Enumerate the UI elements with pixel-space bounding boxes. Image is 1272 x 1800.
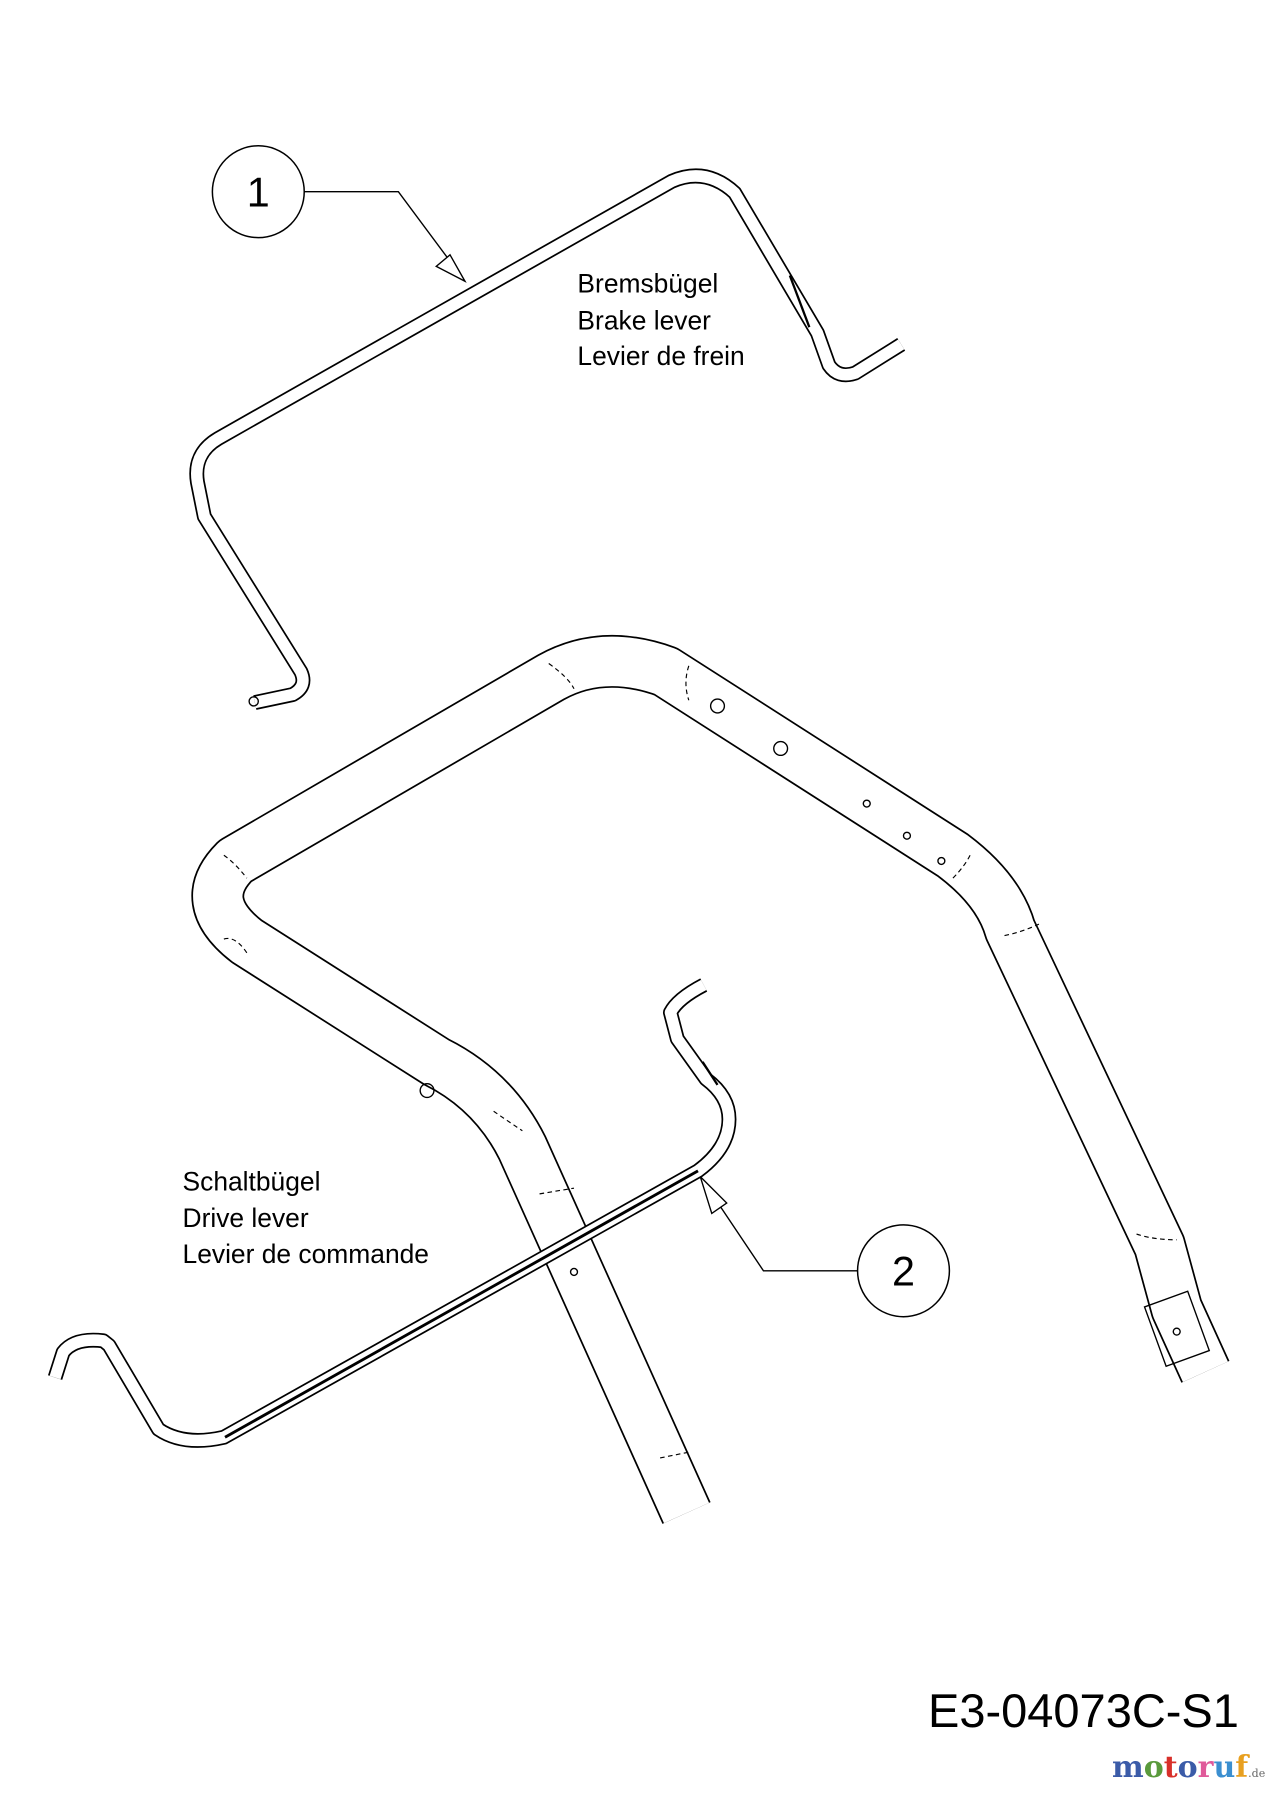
drive-lever-part-2[interactable] bbox=[47, 978, 737, 1448]
leader-line bbox=[699, 1176, 858, 1272]
label-en: Drive lever bbox=[183, 1203, 309, 1233]
watermark-logo: motoruf.de bbox=[1112, 1750, 1265, 1792]
watermark-letter: m bbox=[1112, 1750, 1144, 1785]
brake-lever-part-1[interactable] bbox=[189, 168, 906, 710]
label-de: Schaltbügel bbox=[183, 1166, 321, 1196]
drawing-code: E3-04073C-S1 bbox=[928, 1684, 1239, 1737]
watermark-letter: t bbox=[1163, 1750, 1178, 1785]
label-de: Bremsbügel bbox=[577, 269, 718, 299]
leader-line bbox=[304, 191, 466, 282]
watermark-letter: o bbox=[1143, 1750, 1164, 1785]
arrowhead-icon bbox=[699, 1176, 728, 1215]
arrowhead-icon bbox=[435, 253, 467, 283]
watermark-letter: f bbox=[1235, 1750, 1249, 1785]
callout-number: 2 bbox=[892, 1249, 915, 1295]
watermark-suffix: .de bbox=[1248, 1767, 1266, 1780]
watermark-letter: u bbox=[1213, 1750, 1236, 1785]
callout-2: 2 Schaltbügel Drive lever Levier de comm… bbox=[183, 1166, 951, 1318]
label-en: Brake lever bbox=[577, 305, 711, 335]
label-fr: Levier de frein bbox=[577, 341, 744, 371]
handle-frame bbox=[191, 634, 1230, 1524]
label-fr: Levier de commande bbox=[183, 1239, 429, 1269]
callout-number: 1 bbox=[247, 170, 270, 216]
watermark-letter: r bbox=[1197, 1750, 1214, 1785]
watermark-letter: o bbox=[1177, 1750, 1198, 1785]
callout-1: 1 Bremsbügel Brake lever Levier de frein bbox=[211, 145, 745, 371]
